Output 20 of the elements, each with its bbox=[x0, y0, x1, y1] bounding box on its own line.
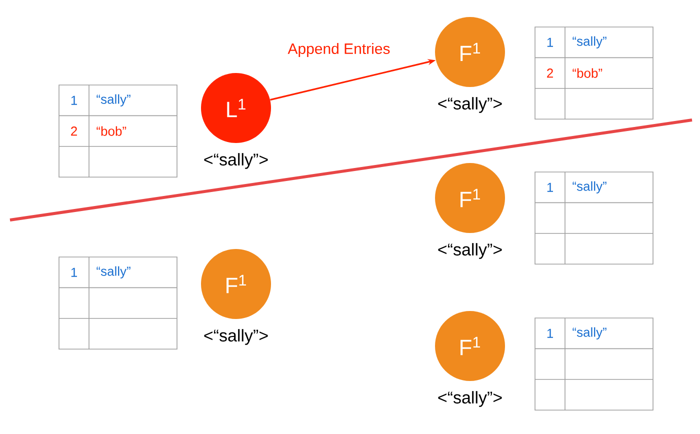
entry-term: 2 bbox=[547, 68, 553, 78]
entry-value: “bob” bbox=[96, 126, 126, 136]
state-label: <“sally”> bbox=[438, 243, 502, 259]
edge-label: Append Entries bbox=[288, 43, 390, 57]
entry-value: “sally” bbox=[572, 181, 606, 194]
entry-term: 1 bbox=[71, 268, 77, 277]
entry-value: “sally” bbox=[96, 266, 130, 278]
state-label: <“sally”> bbox=[438, 97, 502, 113]
entry-value: “sally” bbox=[96, 94, 130, 106]
entry-value: “sally” bbox=[572, 36, 606, 48]
entry-value: “sally” bbox=[572, 327, 606, 340]
state-label: <“sally”> bbox=[204, 153, 268, 169]
entry-term: 1 bbox=[547, 38, 553, 47]
state-label: <“sally”> bbox=[204, 329, 268, 345]
entry-value: “bob” bbox=[572, 68, 602, 78]
state-label: <“sally”> bbox=[438, 391, 502, 407]
entry-term: 1 bbox=[547, 182, 553, 192]
entry-term: 1 bbox=[547, 328, 553, 338]
entry-term: 1 bbox=[71, 96, 77, 105]
entry-term: 2 bbox=[71, 126, 77, 136]
